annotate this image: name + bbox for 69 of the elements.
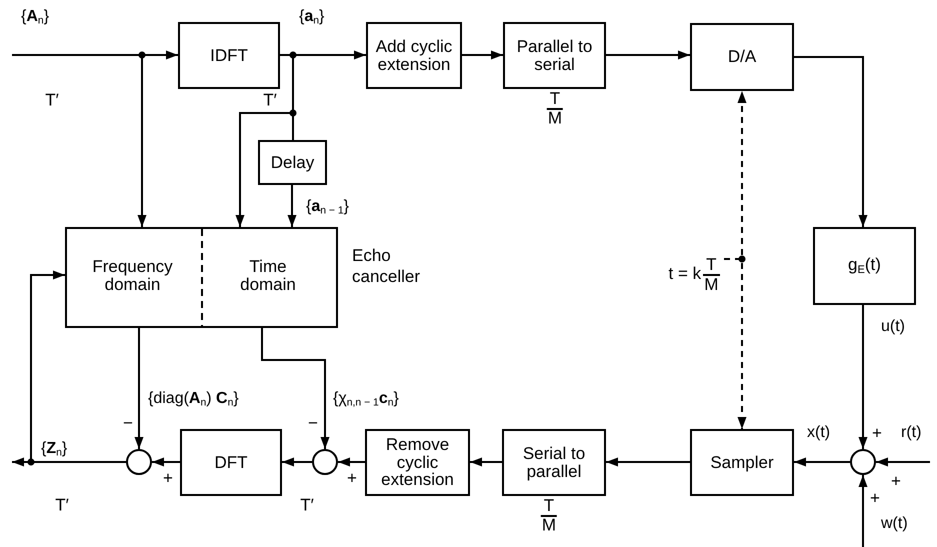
- process-box: [690, 429, 794, 496]
- block-label: Remove cyclic extension: [380, 436, 455, 490]
- arrow: [152, 458, 180, 466]
- block-label: Time domain: [239, 258, 297, 294]
- summing-junction: [312, 449, 338, 475]
- signal-label: M: [542, 516, 556, 534]
- arrow: [606, 458, 690, 466]
- arrow: [288, 185, 296, 227]
- arrow: [462, 50, 503, 60]
- process-box: [366, 22, 462, 89]
- signal-label: −: [123, 414, 133, 432]
- edge-label: u(t): [880, 318, 906, 336]
- summing-junction: [126, 449, 152, 475]
- process-box: [180, 429, 282, 496]
- edge-label: {a$_{n − 1}$}: [305, 198, 350, 218]
- arrow: [282, 458, 312, 466]
- signal-label: T′: [55, 496, 69, 514]
- arrow: [134, 328, 144, 449]
- block-label: IDFT: [210, 46, 248, 64]
- signal-label: +: [347, 470, 357, 486]
- summing-junction: [850, 449, 876, 475]
- signal-label: M: [548, 110, 562, 126]
- block-label: Delay: [270, 154, 314, 172]
- fraction-numerator: T: [703, 256, 720, 276]
- edge-label: {χ$_{n,n − 1}$c$_{n}$}: [332, 390, 400, 410]
- timing-label: t = k: [668, 265, 702, 283]
- edge-label: w(t): [880, 515, 909, 533]
- edge-label: {diag(A$_{n}$) C$_{n}$}: [147, 390, 240, 410]
- block-heading: Echo canceller: [352, 245, 422, 288]
- process-box: [365, 429, 470, 496]
- edge-label: {a$_{n}$}: [298, 8, 326, 28]
- block-label: DFT: [214, 454, 248, 472]
- block-label: Add cyclic extension: [374, 38, 454, 74]
- arrow: [261, 328, 330, 449]
- process-box: [502, 429, 606, 496]
- signal-label: +: [872, 424, 882, 442]
- signal-label: +: [870, 490, 880, 506]
- process-box: [178, 22, 280, 89]
- block-label: D/A: [728, 48, 756, 66]
- arrow: [606, 50, 690, 60]
- fraction-numerator: T: [540, 497, 558, 517]
- edge-label: r(t): [900, 424, 922, 442]
- signal-label: T′: [300, 496, 314, 514]
- arrow: [794, 56, 868, 227]
- block-label: Parallel to serial: [516, 38, 594, 74]
- arrow: [470, 458, 502, 466]
- signal-label: −: [308, 414, 318, 432]
- fraction-denominator: M: [704, 276, 718, 292]
- arrow: [876, 458, 930, 466]
- process-box: [258, 140, 327, 185]
- block-label: g$_{E}$(t): [848, 256, 881, 276]
- process-box: [690, 23, 794, 91]
- block-label: Frequency domain: [91, 258, 174, 294]
- edge-label: x(t): [806, 424, 832, 442]
- arrow: [338, 458, 365, 466]
- block-label: Sampler: [710, 454, 774, 472]
- filter-box: [813, 227, 916, 305]
- signal-label: +: [163, 470, 173, 486]
- signal-label: T′: [45, 92, 59, 108]
- arrow: [858, 305, 868, 449]
- edge-label: {Z$_{n}$}: [40, 440, 68, 460]
- fraction-numerator: T: [546, 90, 564, 110]
- arrow: [858, 475, 868, 547]
- signal-label: +: [891, 472, 901, 490]
- block-label: Serial to parallel: [522, 444, 586, 480]
- signal-label: T′: [263, 92, 277, 108]
- process-box: [503, 22, 606, 89]
- edge-label: {A$_{n}$}: [20, 8, 50, 28]
- arrow: [794, 458, 850, 466]
